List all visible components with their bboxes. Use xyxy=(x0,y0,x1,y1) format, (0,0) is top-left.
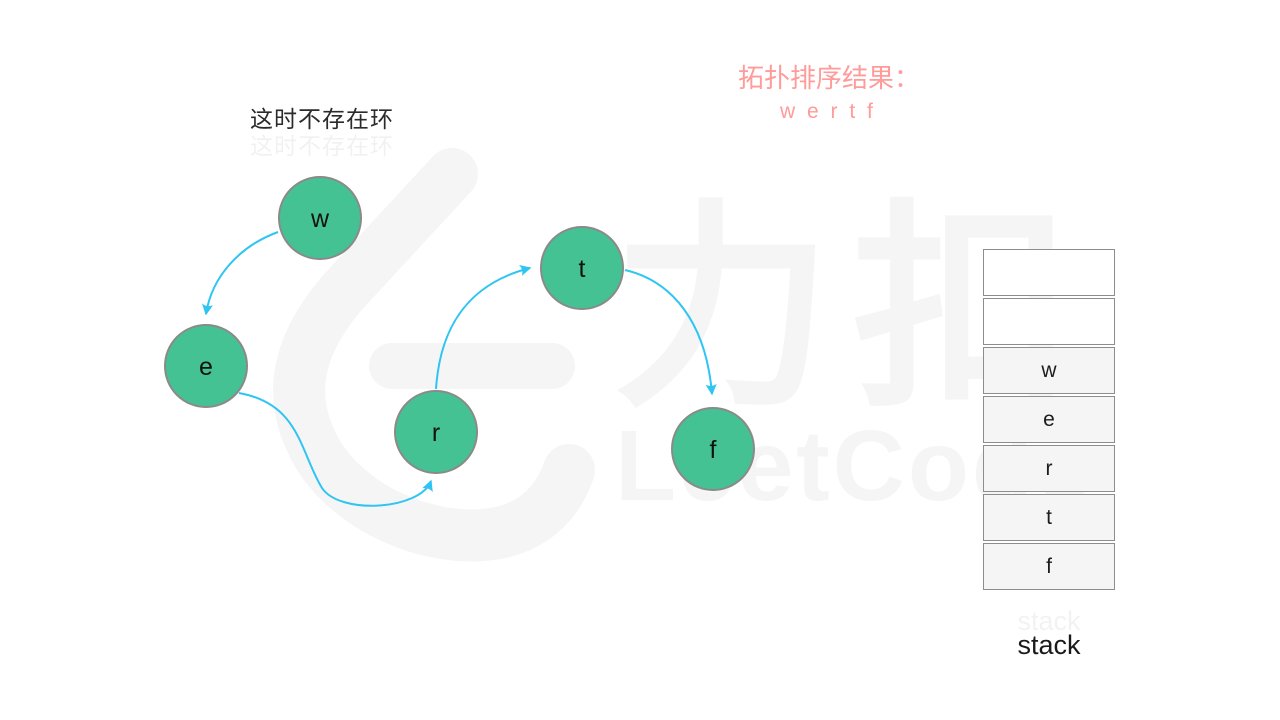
stack-cell xyxy=(983,249,1115,296)
topo-result-heading: 拓扑排序结果： xyxy=(738,63,921,93)
stack-cell: e xyxy=(983,396,1115,443)
graph-node-f: f xyxy=(671,407,755,491)
graph-node-t: t xyxy=(540,226,624,310)
page-title: 这时不存在环 xyxy=(250,106,394,132)
stack: w e r t f xyxy=(983,249,1115,592)
topo-result-sequence: w e r t f xyxy=(780,100,876,123)
page-title-reflection: 这时不存在环 xyxy=(250,133,394,159)
graph-node-e: e xyxy=(164,324,248,408)
stack-cell: t xyxy=(983,494,1115,541)
stack-label: stack xyxy=(1017,630,1081,660)
node-e-label: e xyxy=(199,353,213,381)
node-t-label: t xyxy=(579,255,586,283)
edge-w-e xyxy=(202,231,279,316)
stack-label-reflection: stack xyxy=(1017,606,1081,636)
node-f-label: f xyxy=(710,436,717,464)
node-r-circle xyxy=(394,390,478,474)
graph-node-w: w xyxy=(278,176,362,260)
edge-r-t xyxy=(435,264,532,390)
graph-node-r: r xyxy=(394,390,478,474)
edge-e-r xyxy=(238,392,433,507)
edge-t-f xyxy=(624,269,717,396)
node-e-circle xyxy=(164,324,248,408)
stack-cell: r xyxy=(983,445,1115,492)
stack-cell: w xyxy=(983,347,1115,394)
stack-cell xyxy=(983,298,1115,345)
node-t-circle xyxy=(540,226,624,310)
node-w-label: w xyxy=(310,205,330,233)
node-w-circle xyxy=(278,176,362,260)
node-f-circle xyxy=(671,407,755,491)
node-r-label: r xyxy=(432,419,440,447)
stack-cell: f xyxy=(983,543,1115,590)
leetcode-logo-icon xyxy=(273,148,595,562)
